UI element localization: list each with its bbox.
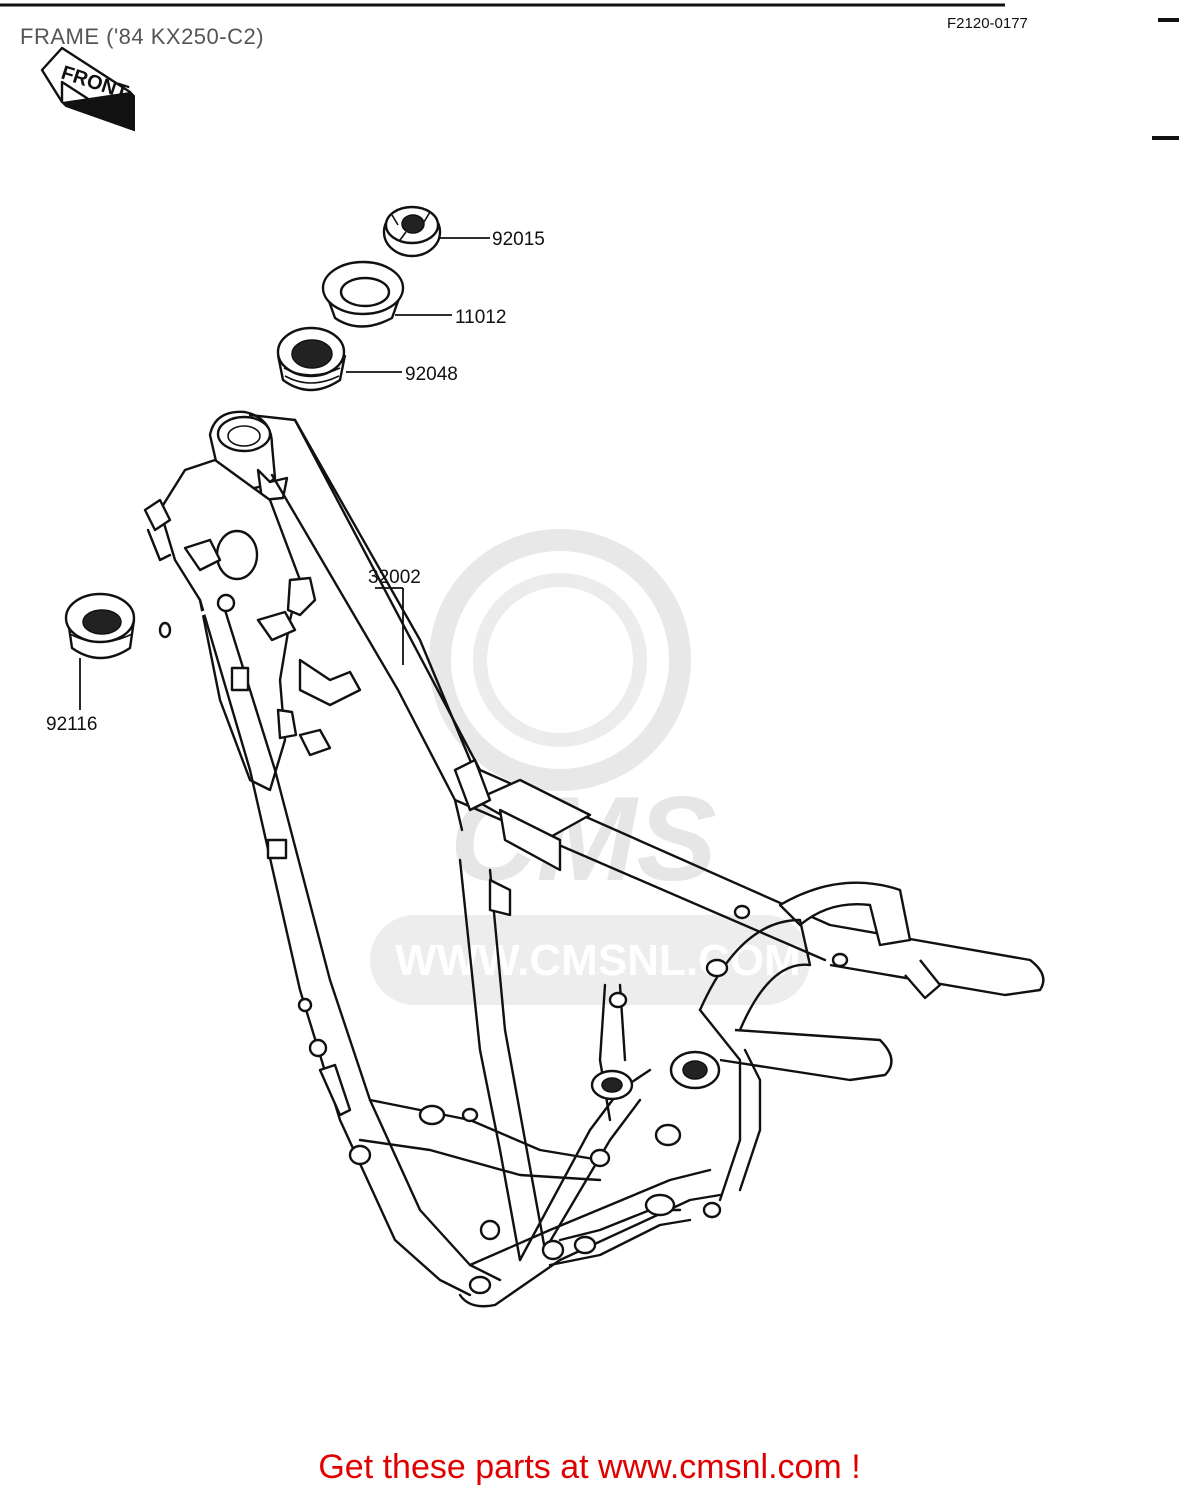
part-number-92116: 92116 — [46, 714, 97, 735]
part-number-11012: 11012 — [455, 307, 506, 328]
frame-32002-icon — [143, 410, 1045, 1308]
footer-shop-link[interactable]: Get these parts at www.cmsnl.com ! — [318, 1448, 861, 1486]
diagram-reference: F2120-0177 — [947, 15, 1028, 32]
part-number-92015: 92015 — [492, 229, 545, 250]
part-number-92048: 92048 — [405, 364, 458, 385]
nut-92015-icon — [382, 205, 442, 258]
bushing-92116-icon — [64, 592, 136, 660]
grommet-92048-icon — [276, 326, 347, 392]
page-title: FRAME ('84 KX250-C2) — [20, 24, 265, 49]
front-arrow-icon: FRONT — [40, 46, 135, 132]
part-number-32002: 32002 — [368, 567, 421, 588]
cap-11012-icon — [321, 260, 405, 328]
watermark-url-text: WWW.CMSNL.COM — [395, 936, 801, 985]
watermark-logo: CMS WWW.CMSNL.COM — [370, 529, 810, 1005]
